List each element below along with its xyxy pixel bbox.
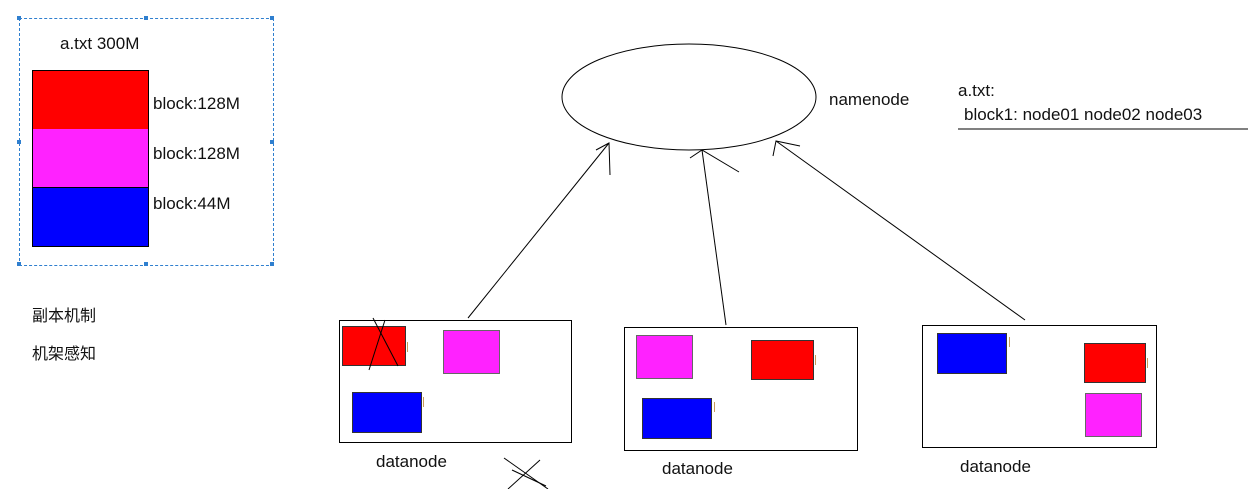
arrow-head-dn2 <box>689 149 740 173</box>
replication-label: 副本机制 <box>32 306 97 325</box>
arrow-dn2 <box>701 149 727 326</box>
resize-handle[interactable] <box>270 16 274 20</box>
strike-mark <box>368 319 386 371</box>
file-title: a.txt 300M <box>60 34 140 53</box>
namenode-ellipse <box>561 43 817 151</box>
arrow-dn1 <box>467 142 610 319</box>
dn1-magenta-block <box>443 330 500 374</box>
resize-handle[interactable] <box>17 140 21 144</box>
dn3-magenta-block <box>1085 393 1142 437</box>
resize-handle[interactable] <box>270 262 274 266</box>
failure-mark <box>511 469 547 487</box>
dn2-magenta-block <box>636 335 693 379</box>
dn2-red-block <box>751 340 814 380</box>
arrow-head-dn1 <box>595 142 611 176</box>
block-label-1: block:128M <box>153 94 240 113</box>
dn2-blue-block <box>642 398 712 439</box>
resize-handle[interactable] <box>144 262 148 266</box>
arrow-dn3 <box>775 140 1026 321</box>
dn3-red-block <box>1084 343 1146 383</box>
metadata-file: a.txt: <box>958 81 995 100</box>
resize-handle[interactable] <box>17 262 21 266</box>
file-block-2 <box>32 129 149 187</box>
dn3-blue-block <box>937 333 1007 374</box>
file-block-1 <box>32 70 149 131</box>
datanode-label-2: datanode <box>662 459 733 478</box>
datanode-label-3: datanode <box>960 457 1031 476</box>
resize-handle[interactable] <box>144 16 148 20</box>
dn1-red-block <box>342 326 406 366</box>
block-label-3: block:44M <box>153 194 231 213</box>
metadata-entry: block1: node01 node02 node03 <box>964 105 1203 124</box>
arrow-head-dn3 <box>772 140 801 157</box>
datanode-label-1: datanode <box>376 452 447 471</box>
failure-mark <box>507 459 541 489</box>
strike-mark <box>372 317 399 367</box>
resize-handle[interactable] <box>17 16 21 20</box>
namenode-label: namenode <box>829 90 910 109</box>
dn1-blue-block <box>352 392 422 433</box>
resize-handle[interactable] <box>270 140 274 144</box>
rack-awareness-label: 机架感知 <box>32 344 97 363</box>
block-label-2: block:128M <box>153 144 240 163</box>
file-block-3 <box>32 187 149 247</box>
